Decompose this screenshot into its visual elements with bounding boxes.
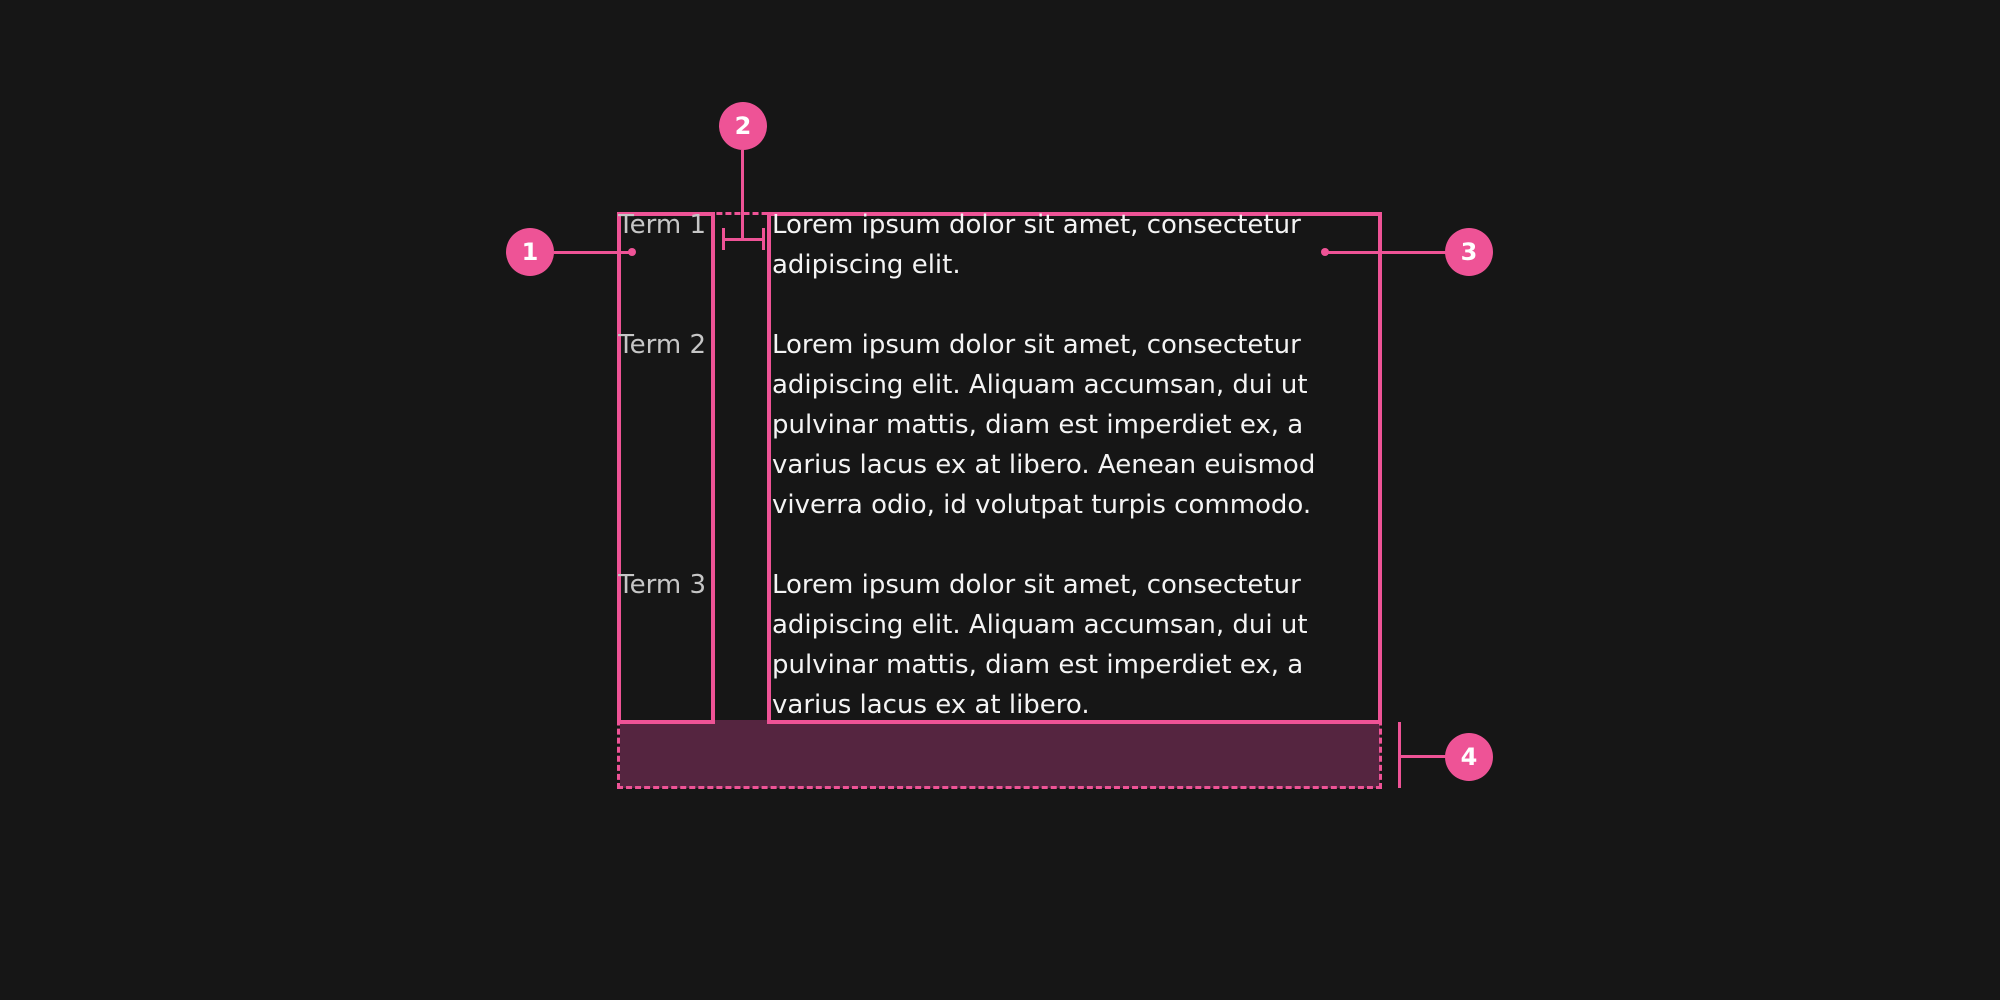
term-column-outline [617,212,715,724]
callout-badge-2: 2 [719,102,767,150]
callout-4-leader-line [1400,755,1446,758]
term-label-2: Term 2 [618,330,706,360]
callout-3-anchor-dot [1321,248,1329,256]
callout-1-leader-line [554,251,632,254]
bottom-margin-region [620,720,1380,788]
callout-1-anchor-dot [628,248,636,256]
term-description-1: Lorem ipsum dolor sit amet, consectetur … [772,210,1301,280]
callout-badge-4: 4 [1445,733,1493,781]
term-label-3: Term 3 [618,570,706,600]
callout-badge-3: 3 [1445,228,1493,276]
term-description-3: Lorem ipsum dolor sit amet, consectetur … [772,570,1308,720]
callout-3-leader-line [1326,251,1446,254]
description-column-outline [767,212,1382,724]
callout-2-leader-line [741,150,744,240]
term-label-1: Term 1 [618,210,706,240]
gap-measure-left-tick [722,228,725,250]
bottom-spacing-measure-bar [1398,722,1401,788]
gap-measure-right-tick [762,228,765,250]
gap-measure-horizontal [724,238,764,241]
callout-badge-1: 1 [506,228,554,276]
term-description-2: Lorem ipsum dolor sit amet, consectetur … [772,330,1316,520]
